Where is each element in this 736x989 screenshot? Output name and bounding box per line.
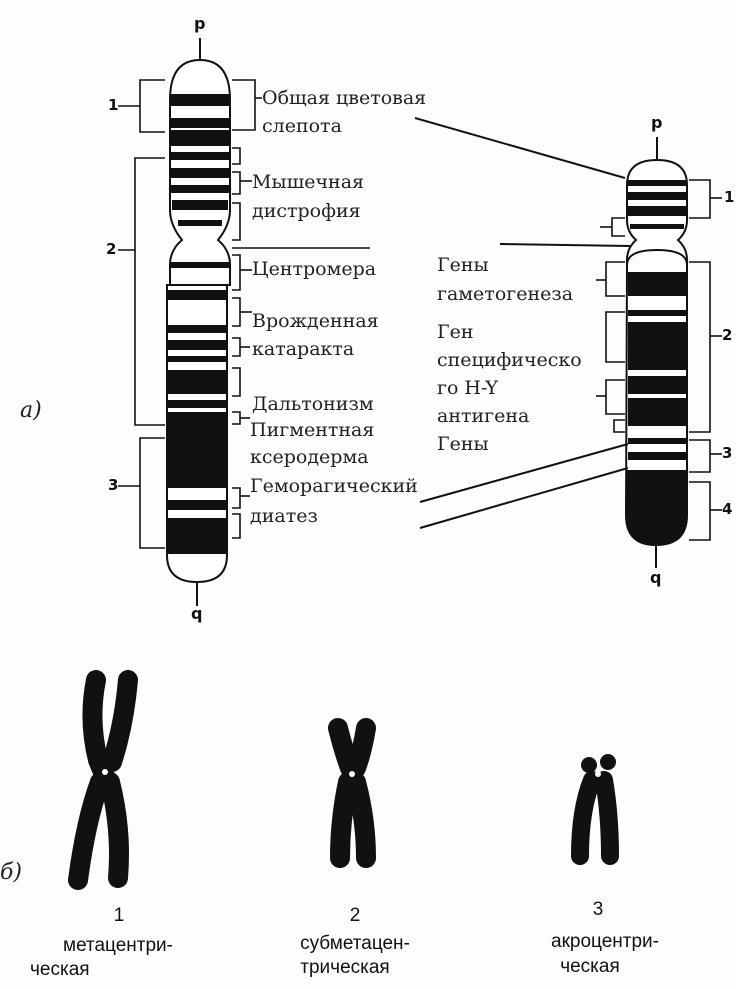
chromosome-1-number: 1: [64, 904, 174, 927]
right-region-1-label: 1: [724, 188, 734, 206]
acrocentric-chromosome: [580, 754, 616, 856]
left-label-brackets: [232, 80, 370, 538]
gene-label-cataract-2: катаракта: [252, 339, 354, 360]
metacentric-chromosome: [78, 680, 128, 880]
left-p-label: p: [194, 14, 205, 33]
right-p-label: p: [651, 113, 662, 132]
chromosome-2-type-line2: трическая: [270, 956, 420, 979]
gene-label-gametogenesis-2: гаметогенеза: [437, 284, 573, 305]
left-region-2-label: 2: [106, 240, 116, 258]
chromosome-2-type-line1: субметацен-: [270, 932, 440, 955]
chromosome-3-number: 3: [548, 898, 648, 921]
gene-label-muscular-dystrophy-1: Мышечная: [252, 172, 364, 193]
gene-label-daltonism: Дальтонизм: [252, 394, 374, 415]
gene-label-hemorrhagic-2: диатез: [250, 506, 318, 527]
gene-label-hemorrhagic-1: Геморагический: [250, 476, 418, 497]
right-q-label: q: [650, 568, 661, 587]
gene-label-color-blindness-1: Общая цветовая: [262, 88, 426, 109]
left-region-3-bracket: [140, 438, 165, 548]
right-region-3-bracket: [689, 440, 710, 472]
gene-label-centromere: Центромера: [252, 259, 376, 280]
gene-label-xeroderma-1: Пигментная: [250, 420, 374, 441]
gene-label-hy-antigen-3: го H-Y: [437, 378, 498, 399]
right-region-brackets: [689, 180, 722, 540]
right-region-2-label: 2: [722, 326, 732, 344]
gene-label-gametogenesis-1: Гены: [437, 255, 489, 276]
right-region-4-bracket: [689, 482, 710, 540]
left-region-brackets: [118, 80, 165, 548]
gene-label-color-blindness-2: слепота: [262, 116, 342, 137]
chromosome-3-type-line2: ческая: [520, 955, 660, 978]
right-region-1-bracket: [689, 180, 710, 218]
left-q-label: q: [191, 604, 202, 623]
left-region-1-label: 1: [108, 96, 118, 114]
chromosome-1-type-line2: ческая: [18, 958, 150, 981]
right-region-3-label: 3: [722, 444, 732, 462]
panel-b-letter: б): [0, 860, 22, 885]
gene-label-xeroderma-2: ксеродерма: [250, 447, 369, 468]
submetacentric-chromosome: [338, 728, 366, 858]
gene-label-cataract-1: Врожденная: [252, 311, 379, 332]
gene-label-hy-antigen-4: антигена: [437, 406, 529, 427]
right-label-brackets: [596, 218, 625, 432]
left-region-3-label: 3: [108, 476, 118, 494]
chromosome-1-type-line1: метацентри-: [18, 934, 218, 957]
gene-label-genes: Гены: [437, 434, 489, 455]
panel-a-letter: а): [20, 398, 42, 423]
left-region-2-bracket: [135, 158, 165, 425]
gene-label-hy-antigen-1: Ген: [437, 322, 474, 343]
right-region-2-bracket: [689, 262, 710, 432]
right-region-4-label: 4: [722, 500, 732, 518]
gene-label-hy-antigen-2: специфическо: [437, 350, 582, 371]
gene-label-muscular-dystrophy-2: дистрофия: [252, 201, 361, 222]
chromosome-2-number: 2: [300, 904, 410, 927]
left-region-1-bracket: [140, 80, 165, 132]
chromosome-3-type-line1: акроцентри-: [520, 930, 690, 953]
